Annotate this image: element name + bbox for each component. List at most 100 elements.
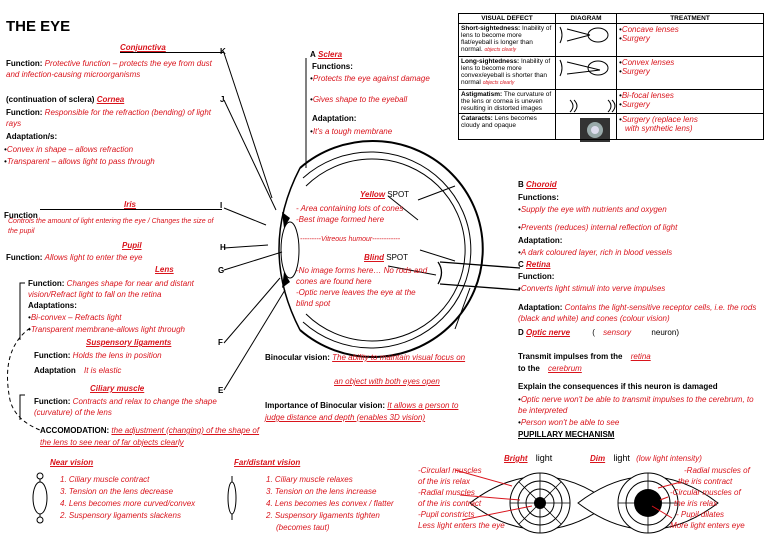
yellow-spot-desc: - Area containing lots of cones -Best im… xyxy=(296,204,404,224)
choroid-function-label: Functions: xyxy=(518,193,559,202)
lens-name: Lens xyxy=(155,265,174,274)
ciliary-function: Function: Contracts and relax to change … xyxy=(34,397,217,417)
table-row: Long-sightedness: Inability of lens to b… xyxy=(458,56,764,90)
pupillary-title: PUPILLARY MECHANISM xyxy=(518,430,615,439)
sclera-function-1: Protects the eye against damage xyxy=(310,74,430,83)
label-i: I xyxy=(220,201,223,210)
suspensory-function: Function: Holds the lens in position xyxy=(34,351,162,360)
sclera-function-2: Gives shape to the eyeball xyxy=(310,95,407,104)
choroid-adaptation-1: A dark coloured layer, rich in blood ves… xyxy=(518,248,672,257)
label-k: K xyxy=(220,47,226,56)
lens-function: Function: Changes shape for near and dis… xyxy=(28,279,194,299)
pupil-function: Function: Allows light to enter the eye xyxy=(6,253,143,262)
cornea-adaptation-2: Transparent – allows light to pass throu… xyxy=(4,157,155,166)
sclera-outline xyxy=(299,140,484,358)
far-vision-item: 2. Suspensory ligaments tighten xyxy=(266,511,380,520)
sclera-heading: A Sclera xyxy=(310,50,343,59)
table-header: VISUAL DEFECT xyxy=(458,13,556,24)
label-g: G xyxy=(218,266,225,275)
lens-shape xyxy=(280,221,300,279)
conjunctiva-function: Function: Protective function – protects… xyxy=(6,59,212,79)
iris-function: Function Controls the amount of light en… xyxy=(4,211,214,235)
choroid-outline xyxy=(302,151,472,349)
label-e: E xyxy=(218,386,224,395)
table-header-row: VISUAL DEFECT DIAGRAM TREATMENT xyxy=(458,13,764,24)
cornea-adaptation-1: Convex in shape – allows refraction xyxy=(4,145,133,154)
suspensory-name: Suspensory ligaments xyxy=(86,338,172,347)
optic-nerve-transmit: Transmit impulses from the retina xyxy=(518,352,651,361)
far-vision-list: 1. Ciliary muscle relaxes 3. Tension on … xyxy=(266,474,394,534)
near-vision-item: 3. Tension on the lens decrease xyxy=(60,487,174,496)
near-vision-diagram xyxy=(32,472,48,524)
vitreous-humour: ---------Vitreous humour------------ xyxy=(300,236,401,243)
ciliary-name: Ciliary muscle xyxy=(90,384,145,393)
binocular-vision-2: an object with both eyes open xyxy=(334,377,440,386)
dim-light-eye xyxy=(577,472,719,534)
near-vision-item: 4. Lens becomes more curved/convex xyxy=(60,499,196,508)
accomodation: ACCOMODATION: the adjustment (changing) … xyxy=(40,426,260,447)
iris-shape-lower xyxy=(282,272,290,288)
cornea-outline xyxy=(278,167,301,331)
retina-heading: C Retina xyxy=(518,260,551,269)
pupil-name: Pupil xyxy=(122,241,142,250)
far-vision-item: (becomes taut) xyxy=(276,523,330,532)
bright-light-list: -Circularl muscles of the iris relax -Ra… xyxy=(418,466,505,530)
near-vision-title: Near vision xyxy=(50,458,94,467)
far-vision-item: 4. Lens becomes les convex / flatter xyxy=(266,499,394,508)
optic-nerve-consequence-1: Optic nerve won't be able to transmit im… xyxy=(518,394,758,416)
near-vision-item: 1. Ciliary muscle contract xyxy=(60,475,150,484)
table-header: TREATMENT xyxy=(616,13,764,24)
binocular-importance: Importance of Binocular vision: It allow… xyxy=(265,401,459,422)
optic-nerve-shape xyxy=(437,261,521,291)
suspensory-adaptation: Adaptation It is elastic xyxy=(34,366,122,375)
bright-light-eye xyxy=(469,472,611,534)
table-header: DIAGRAM xyxy=(555,13,617,24)
dim-light-heading: Dim light (low light intensity) xyxy=(590,453,702,463)
yellow-spot-heading: Yellow SPOT xyxy=(360,190,410,199)
sclera-adaptation-label: Adaptation: xyxy=(312,114,357,123)
optic-nerve-explain: Explain the consequences if this neuron … xyxy=(518,382,718,391)
far-vision-item: 3. Tension on the lens increase xyxy=(266,487,377,496)
label-f: F xyxy=(218,338,223,347)
far-vision-title: Far/distant vision xyxy=(234,458,301,467)
table-row: Short-sightedness: Inability of lens to … xyxy=(458,23,764,57)
retina-function-1: Converts light stimuli into verve impuls… xyxy=(518,284,666,293)
retina-adaptation: Adaptation: Contains the light-sensitive… xyxy=(518,303,757,323)
choroid-function-2: Prevents (reduces) internal reflection o… xyxy=(518,223,678,232)
optic-nerve-to: to the cerebrum xyxy=(518,364,582,373)
optic-nerve-heading: D Optic nerve ( sensory neuron) xyxy=(518,328,679,337)
lens-adaptation-2: Transparent membrane-allows light throug… xyxy=(28,325,185,334)
bright-light-heading: Bright light xyxy=(504,453,553,463)
far-vision-item: 1. Ciliary muscle relaxes xyxy=(266,475,353,484)
choroid-heading: B Choroid xyxy=(518,180,557,189)
blind-spot-heading: Blind SPOT xyxy=(364,253,409,262)
blind-spot-desc: -No image forms here… No rods and cones … xyxy=(296,266,428,308)
optic-nerve-consequence-2: Person won't be able to see xyxy=(518,418,619,427)
label-h: H xyxy=(220,243,226,252)
cornea-adaptation-label: Adaptation/s: xyxy=(6,132,58,141)
lens-adaptation-label: Adaptations: xyxy=(28,301,77,310)
cornea-heading: (continuation of sclera) Cornea xyxy=(6,95,125,104)
lens-adaptation-1: Bi-convex – Refracts light xyxy=(28,313,122,322)
choroid-adaptation-label: Adaptation: xyxy=(518,236,563,245)
table-row: Astigmatism: The curvature of the lens o… xyxy=(458,89,764,114)
iris-name: Iris xyxy=(40,200,222,210)
table-row: Cataracts: Lens becomes cloudy and opaqu… xyxy=(458,113,764,140)
retina-function-label: Function: xyxy=(518,272,555,281)
binocular-vision: Binocular vision: The ability to maintai… xyxy=(265,353,466,362)
sclera-function-label: Functions: xyxy=(312,62,353,71)
label-j: J xyxy=(220,95,225,104)
iris-shape xyxy=(282,212,290,228)
choroid-function-1: Supply the eye with nutrients and oxygen xyxy=(518,205,667,214)
retina-outline xyxy=(305,158,466,342)
near-vision-item: 2. Suspensory ligaments slackens xyxy=(60,511,181,520)
visual-defect-table: VISUAL DEFECT DIAGRAM TREATMENT Short-si… xyxy=(458,13,764,140)
near-vision-list: 1. Ciliary muscle contract 3. Tension on… xyxy=(60,474,195,522)
conjunctiva-name: Conjunctiva xyxy=(120,43,224,53)
sclera-adaptation-1: It's a tough membrane xyxy=(310,127,392,136)
dim-light-list: -Radial muscles of the iris contract -Ci… xyxy=(670,466,750,530)
far-vision-diagram xyxy=(227,476,237,520)
page-title: THE EYE xyxy=(6,18,71,35)
cornea-function: Function: Responsible for the refraction… xyxy=(6,108,211,128)
